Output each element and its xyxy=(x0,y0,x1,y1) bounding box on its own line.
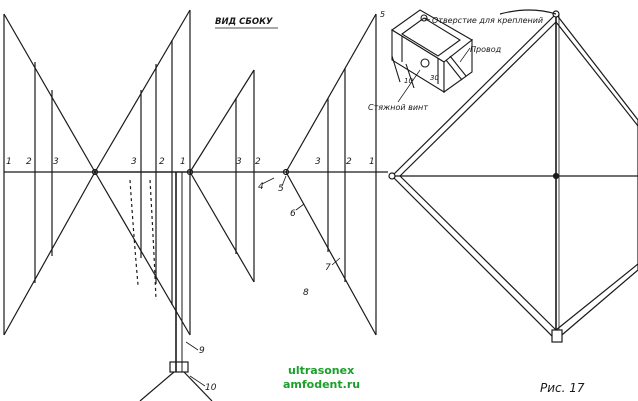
clamp-detail-inset xyxy=(391,9,473,94)
part-number-5: 5 xyxy=(380,10,385,19)
zigzag-antenna-side-view xyxy=(3,9,388,401)
label-6: 6 xyxy=(290,209,296,219)
label-7: 7 xyxy=(325,263,331,273)
dim-30: 30 xyxy=(430,74,439,82)
label-1a: 1 xyxy=(6,157,12,167)
cross-wire-1 xyxy=(94,9,191,173)
label-3d: 3 xyxy=(315,157,321,167)
label-10: 10 xyxy=(205,383,217,393)
figure-caption: Рис. 17 xyxy=(540,381,585,395)
side-view-title: ВИД СБОКУ xyxy=(215,17,273,27)
watermark-line2: amfodent.ru xyxy=(283,378,360,391)
label-8: 8 xyxy=(303,288,309,298)
front-view-diamond xyxy=(388,9,638,343)
label-3c: 3 xyxy=(236,157,242,167)
watermark-line1: ultrasonex xyxy=(288,364,354,377)
watermark: ultrasonex amfodent.ru xyxy=(283,364,360,391)
mast-clamp xyxy=(169,361,189,373)
label-2a: 2 xyxy=(26,157,32,167)
wire-label: Провод xyxy=(470,45,502,54)
dim-10: 10 xyxy=(404,77,413,85)
label-9: 9 xyxy=(199,346,205,356)
tripod-leg-left xyxy=(139,371,175,401)
tripod-leg-right xyxy=(183,371,213,401)
label-4: 4 xyxy=(258,182,264,192)
inset-labels: 5 Отверстие для креплений Провод Стяжной… xyxy=(368,10,543,112)
label-3a: 3 xyxy=(53,157,59,167)
label-5: 5 xyxy=(278,184,284,194)
screw-label: Стяжной винт xyxy=(368,103,428,112)
mount-hole-label: Отверстие для креплений xyxy=(432,16,543,25)
label-2d: 2 xyxy=(346,157,352,167)
label-2c: 2 xyxy=(255,157,261,167)
label-1b: 1 xyxy=(180,157,186,167)
label-1d: 1 xyxy=(369,157,375,167)
cross-wire-2 xyxy=(94,171,191,336)
left-view-labels: 1 2 3 3 2 1 3 2 3 2 1 4 5 6 7 8 9 10 xyxy=(6,157,375,393)
label-2b: 2 xyxy=(159,157,165,167)
label-3b: 3 xyxy=(131,157,137,167)
